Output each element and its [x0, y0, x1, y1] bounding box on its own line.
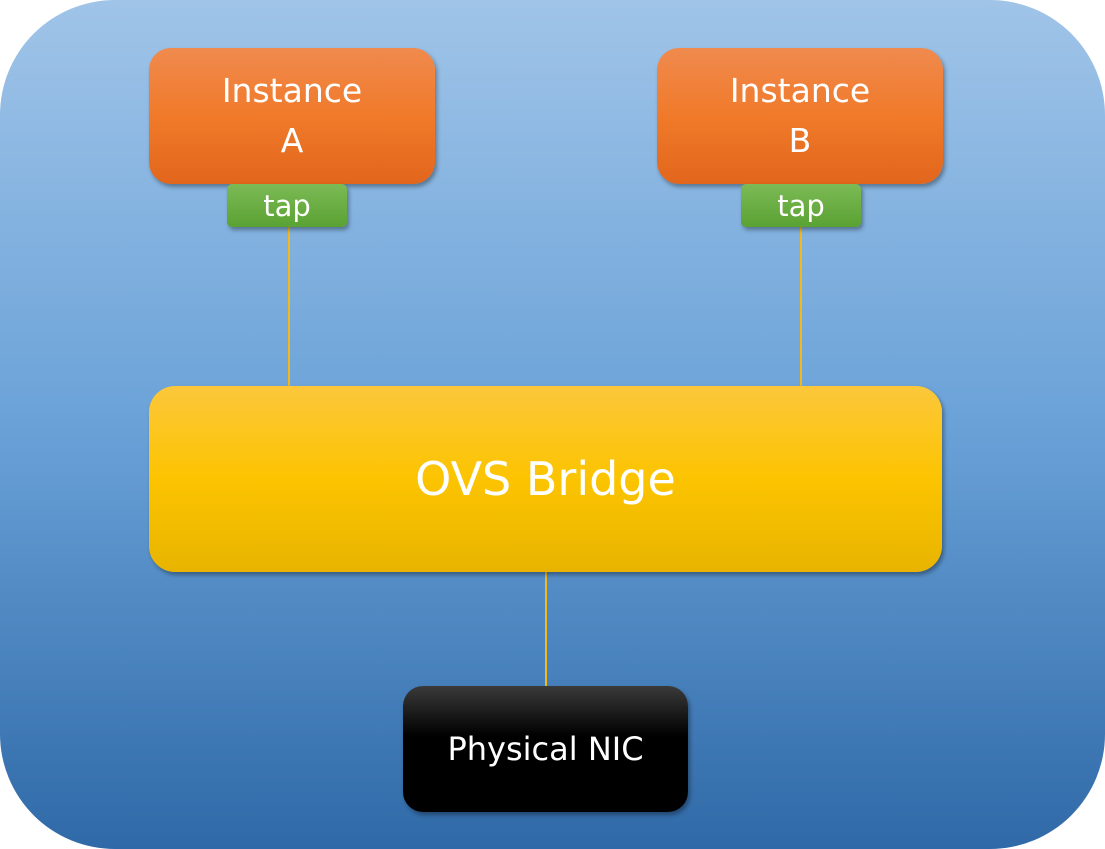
tap-a: tap [227, 184, 347, 227]
instance-b-letter: B [788, 121, 812, 160]
instance-a-label: Instance [221, 71, 363, 110]
physical-nic: Physical NIC [403, 686, 688, 812]
connector-nic [545, 572, 547, 686]
ovs-bridge: OVS Bridge [149, 386, 942, 572]
instance-a-letter: A [280, 121, 304, 160]
connector-b [800, 227, 802, 386]
tap-b: tap [741, 184, 861, 227]
connector-a [288, 227, 290, 386]
instance-b-label: Instance [729, 71, 871, 110]
